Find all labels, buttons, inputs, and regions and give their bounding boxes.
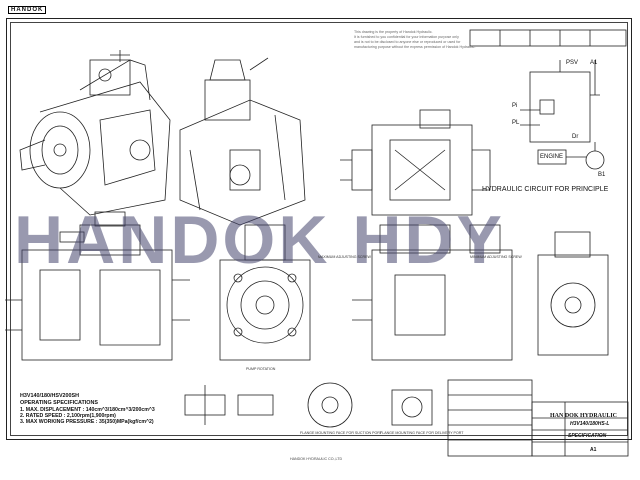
pump-iso-left	[19, 50, 171, 216]
pump-front-flange-view	[219, 224, 311, 361]
pump-iso-right	[179, 57, 306, 226]
title-block-doc-type: SPECIFICATION	[568, 433, 607, 439]
spec-line-1: 1. MAX. DISPLACEMENT : 140cm^3/180cm^3/2…	[20, 407, 155, 413]
callout-max-screw: MAXIMUM ADJUSTING SCREW	[318, 255, 371, 259]
nameplate	[59, 231, 85, 243]
confidentiality-notice: This drawing is the property of Handok H…	[354, 30, 476, 49]
circuit-label-engine: ENGINE	[540, 154, 564, 160]
callout-rotation: PUMP ROTATION	[246, 367, 276, 371]
pump-section-view	[340, 109, 491, 216]
callout-delivery-flange: FLANGE MOUNTING FACE FOR DELIVERY PORT	[380, 431, 464, 435]
circuit-label-psv: PSV	[566, 60, 579, 66]
callout-min-screw: MINIMUM ADJUSTING SCREW	[470, 255, 522, 259]
spec-line-3: 3. MAX WORKING PRESSURE : 35(350)MPa(kgf…	[20, 419, 154, 425]
sheet-border	[6, 18, 632, 440]
circuit-label-pl: PL	[512, 120, 520, 126]
circuit-label-dr: Dr	[572, 134, 579, 140]
flange-details	[184, 382, 433, 428]
footer-note: HANDOK HYDRAULIC CO.,LTD	[290, 457, 343, 461]
pump-side-view-2	[352, 224, 513, 361]
circuit-label-a1: A1	[590, 60, 598, 66]
spec-line-2: 2. RATED SPEED : 2,100rpm(1,900rpm)	[20, 413, 116, 419]
title-block	[447, 29, 629, 457]
pump-side-view	[5, 211, 190, 361]
hydraulic-circuit	[520, 60, 605, 170]
callout-suction-flange: FLANGE MOUNTING FACE FOR SUCTION PORT	[300, 431, 382, 435]
circuit-label-b1: B1	[598, 172, 606, 178]
spec-title: OPERATING SPECIFICATIONS	[20, 400, 98, 406]
title-block-sheet: A1	[590, 447, 597, 453]
circuit-title: HYDRAULIC CIRCUIT FOR PRINCIPLE	[482, 186, 609, 193]
spec-model: H3V140/180/HSV200SH	[20, 393, 80, 399]
company-logo: HANDOK	[8, 6, 47, 14]
sheet-inner-border	[10, 22, 628, 436]
circuit-label-pi: Pi	[512, 103, 518, 109]
watermark: HANDOK HDY	[14, 202, 505, 278]
title-block-part-no: H3V140/180HS-L	[570, 421, 610, 427]
pump-rear-view	[537, 231, 609, 356]
title-block-company: HAN DOK HYDRAULIC	[550, 413, 618, 419]
